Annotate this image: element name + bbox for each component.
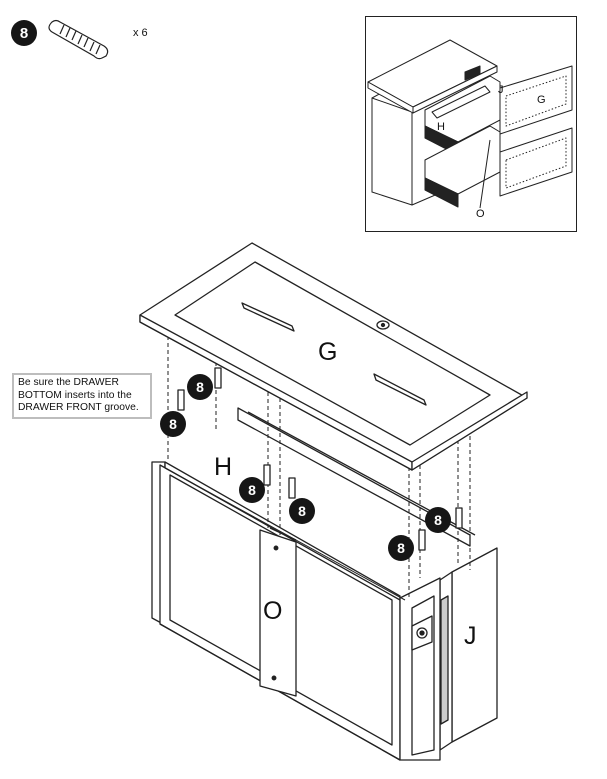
callout-label: 8 — [248, 482, 256, 498]
callout-label: 8 — [298, 503, 306, 519]
assembly-note: Be sure the DRAWER BOTTOM inserts into t… — [12, 373, 152, 419]
panel-g — [139, 242, 528, 471]
quantity-label: x 6 — [133, 27, 148, 39]
inset-label-j: J — [498, 84, 504, 96]
callout-label: 8 — [196, 379, 204, 395]
part-label-h: H — [214, 453, 233, 481]
callout-badges — [160, 374, 451, 561]
inset-label-o: O — [476, 208, 485, 220]
wooden-dowel-icon — [48, 19, 109, 60]
inset-label-h: H — [437, 121, 445, 133]
note-line: BOTTOM inserts into the — [18, 389, 132, 401]
part-label-j: J — [464, 622, 477, 650]
callout-label: 8 — [169, 416, 177, 432]
cabinet-right-post — [399, 577, 449, 761]
note-line: DRAWER FRONT groove. — [18, 402, 139, 413]
part-label-o: O — [263, 597, 283, 625]
panel-o — [259, 527, 297, 697]
alignment-guides — [167, 336, 471, 600]
dowel-markers — [177, 367, 463, 551]
note-line: Be sure the DRAWER — [18, 377, 119, 388]
callout-label: 8 — [434, 512, 442, 528]
part-label-g: G — [318, 338, 338, 366]
inset-label-g: G — [537, 94, 546, 106]
callout-label: 8 — [397, 540, 405, 556]
step-number-badge: 8 — [11, 20, 37, 46]
